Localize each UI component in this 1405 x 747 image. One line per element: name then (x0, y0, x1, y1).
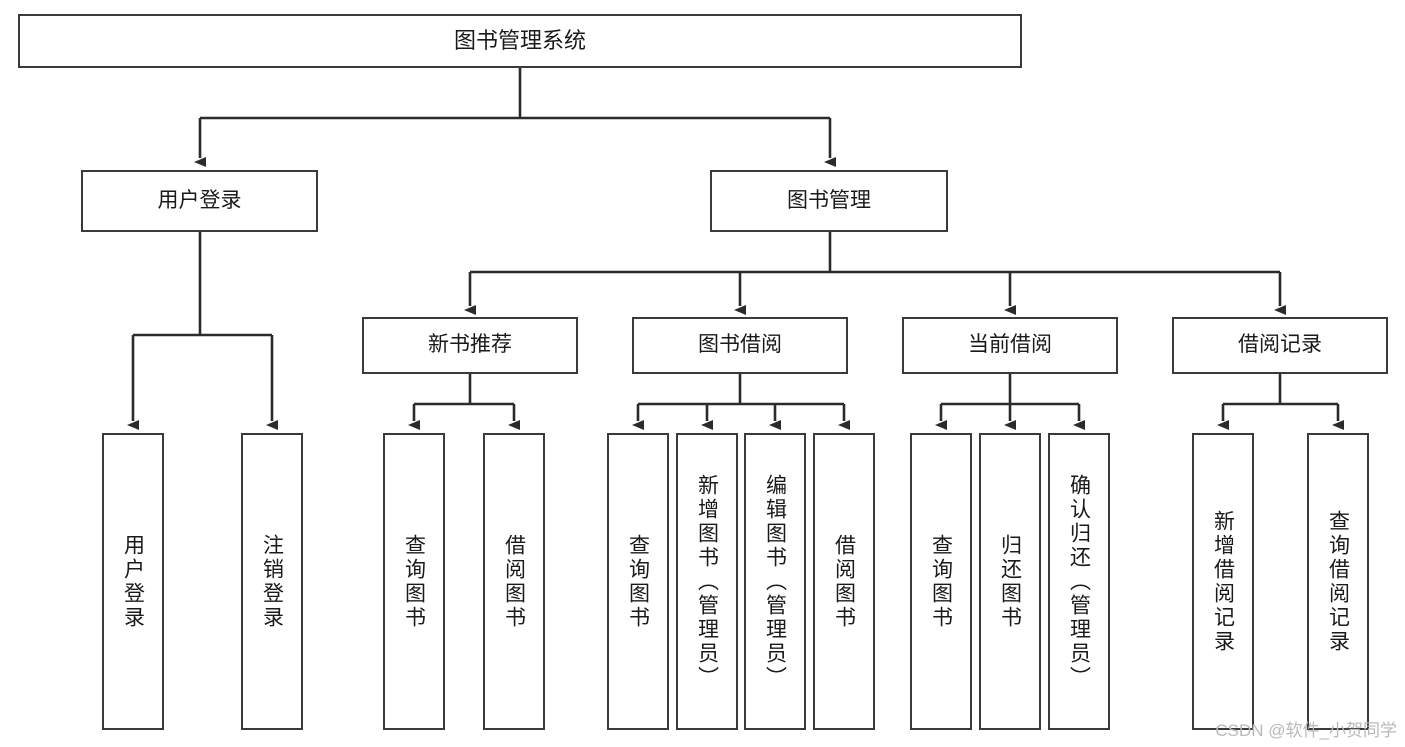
node-book-borrow[interactable]: 图书借阅 (632, 317, 848, 374)
leaf-query-book-1-label: 查询图书 (402, 533, 426, 630)
leaf-query-book-2[interactable]: 查询图书 (607, 433, 669, 730)
watermark-text: CSDN @软件_小贺同学 (1215, 721, 1397, 740)
node-new-book-rec-label: 新书推荐 (428, 333, 512, 357)
leaf-query-book-3[interactable]: 查询图书 (910, 433, 972, 730)
leaf-logout-label: 注销登录 (260, 533, 284, 630)
leaf-borrow-book-1[interactable]: 借阅图书 (483, 433, 545, 730)
leaf-add-record[interactable]: 新增借阅记录 (1192, 433, 1254, 730)
leaf-confirm-return[interactable]: 确认归还（管理员） (1048, 433, 1110, 730)
leaf-query-book-3-label: 查询图书 (929, 533, 953, 630)
node-root-label: 图书管理系统 (453, 28, 586, 54)
node-book-manage[interactable]: 图书管理 (710, 170, 948, 232)
leaf-user-login-label: 用户登录 (121, 533, 145, 630)
leaf-return-book-label: 归还图书 (998, 533, 1022, 630)
leaf-query-record-label: 查询借阅记录 (1326, 509, 1350, 654)
node-user-login[interactable]: 用户登录 (81, 170, 318, 232)
leaf-edit-book[interactable]: 编辑图书（管理员） (744, 433, 806, 730)
node-user-login-label: 用户登录 (157, 188, 242, 212)
leaf-borrow-book-2-label: 借阅图书 (832, 533, 856, 630)
leaf-borrow-book-1-label: 借阅图书 (502, 533, 526, 630)
node-book-borrow-label: 图书借阅 (698, 333, 782, 357)
leaf-logout[interactable]: 注销登录 (241, 433, 303, 730)
leaf-return-book[interactable]: 归还图书 (979, 433, 1041, 730)
node-new-book-rec[interactable]: 新书推荐 (362, 317, 578, 374)
node-root[interactable]: 图书管理系统 (18, 14, 1022, 68)
leaf-add-book[interactable]: 新增图书（管理员） (676, 433, 738, 730)
node-current-borrow[interactable]: 当前借阅 (902, 317, 1118, 374)
node-current-borrow-label: 当前借阅 (968, 333, 1052, 357)
node-borrow-record[interactable]: 借阅记录 (1172, 317, 1388, 374)
leaf-add-book-label: 新增图书（管理员） (695, 473, 719, 690)
leaf-user-login[interactable]: 用户登录 (102, 433, 164, 730)
node-borrow-record-label: 借阅记录 (1238, 333, 1322, 357)
leaf-query-record[interactable]: 查询借阅记录 (1307, 433, 1369, 730)
leaf-add-record-label: 新增借阅记录 (1211, 509, 1235, 654)
leaf-borrow-book-2[interactable]: 借阅图书 (813, 433, 875, 730)
leaf-query-book-2-label: 查询图书 (626, 533, 650, 630)
node-book-manage-label: 图书管理 (787, 188, 871, 212)
leaf-edit-book-label: 编辑图书（管理员） (763, 473, 787, 690)
leaf-confirm-return-label: 确认归还（管理员） (1067, 473, 1091, 690)
leaf-query-book-1[interactable]: 查询图书 (383, 433, 445, 730)
